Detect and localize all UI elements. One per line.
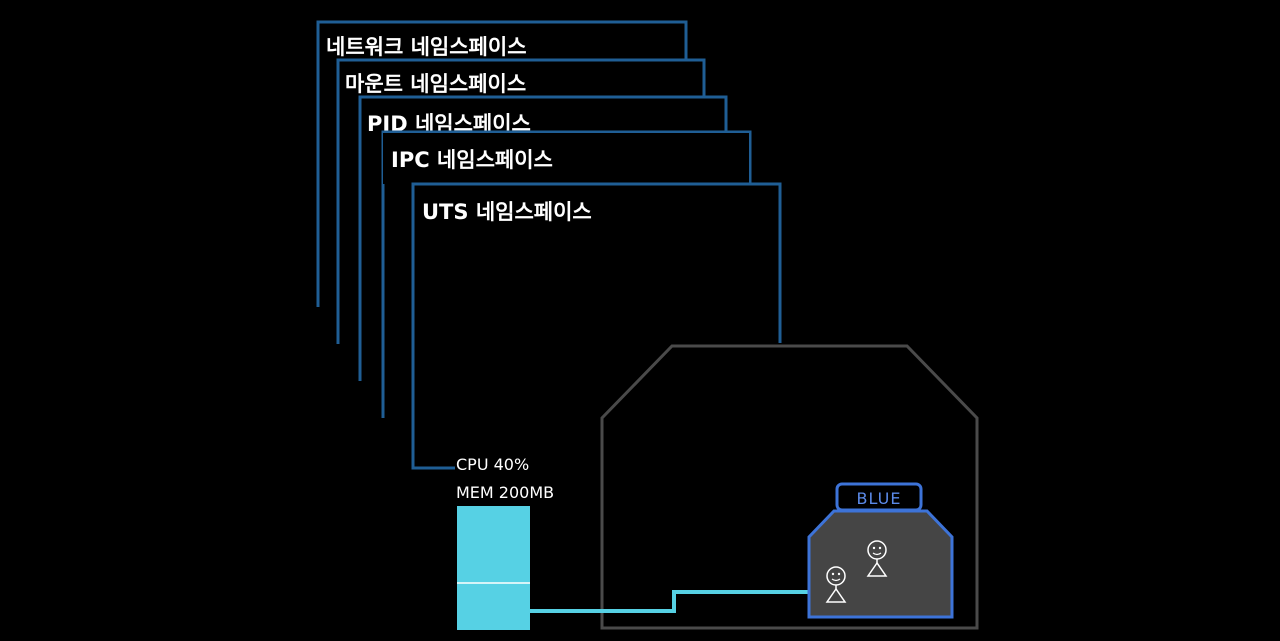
container-body	[807, 509, 954, 619]
container-label: BLUE	[857, 489, 902, 508]
container-blue: BLUE	[807, 482, 954, 619]
person-icon	[825, 566, 847, 603]
resource-block	[457, 506, 530, 630]
namespace-label-network: 네트워크 네임스페이스	[326, 35, 527, 59]
namespace-label-ipc: IPC 네임스페이스	[391, 148, 553, 172]
person-icon	[866, 540, 888, 577]
namespace-layer-network: 네트워크 네임스페이스	[316, 20, 688, 307]
namespace-label-mount: 마운트 네임스페이스	[345, 72, 526, 96]
namespace-layer-ipc: IPC 네임스페이스	[381, 130, 752, 418]
resource-link-line	[530, 590, 812, 613]
host-outline	[600, 344, 979, 630]
cpu-limit-label: CPU 40%	[456, 455, 529, 474]
namespace-label-uts: UTS 네임스페이스	[422, 200, 592, 224]
namespace-layer-mount: 마운트 네임스페이스	[336, 58, 706, 344]
namespace-layer-uts: UTS 네임스페이스	[411, 182, 782, 470]
mem-limit-label: MEM 200MB	[456, 483, 554, 502]
